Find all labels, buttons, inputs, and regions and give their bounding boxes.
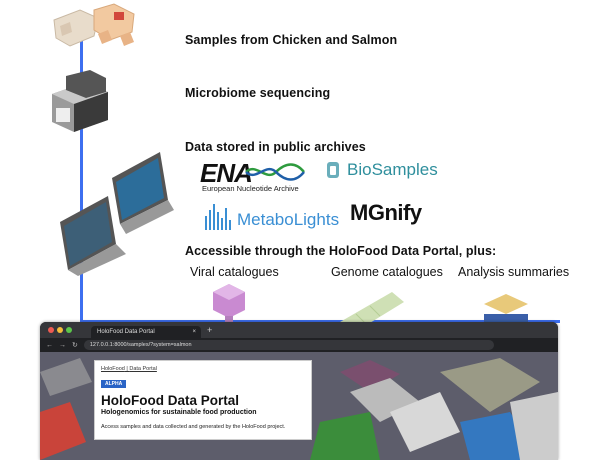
address-bar-row: ← → ↻ 127.0.0.1:8000/samples/?system=sal… [40, 338, 558, 352]
breadcrumb-current-link[interactable]: Data Portal [129, 366, 157, 372]
flow-line-horizontal [80, 320, 560, 323]
minimize-window-icon[interactable] [57, 327, 63, 333]
spectrum-bars-icon [205, 204, 231, 230]
forward-arrow-icon[interactable]: → [59, 341, 66, 349]
breadcrumb: HoloFood | Data Portal [101, 366, 305, 372]
analysis-summaries-label: Analysis summaries [458, 265, 570, 279]
step-accessible: Accessible through the HoloFood Data Por… [185, 244, 497, 258]
flow-line-vertical [80, 14, 83, 332]
url-field[interactable]: 127.0.0.1:8000/samples/?system=salmon [83, 340, 494, 350]
hero-card: HoloFood | Data Portal ALPHA HoloFood Da… [94, 360, 312, 440]
back-arrow-icon[interactable]: ← [46, 341, 53, 349]
browser-tab[interactable]: HoloFood Data Portal × [91, 326, 201, 338]
ena-logo-text: ENA [200, 158, 253, 188]
step-samples: Samples from Chicken and Salmon [185, 33, 398, 47]
chicken-salmon-icon [53, 3, 135, 47]
sequencer-icon [52, 70, 108, 132]
tab-close-icon[interactable]: × [192, 329, 196, 335]
alpha-badge: ALPHA [101, 380, 127, 388]
page-description: Access samples and data collected and ge… [101, 424, 286, 430]
dna-helix-icon [245, 163, 305, 181]
laptops-icon [60, 152, 174, 276]
breadcrumb-home-link[interactable]: HoloFood [101, 366, 125, 372]
genome-catalogues-label: Genome catalogues [331, 265, 443, 279]
reload-icon[interactable]: ↻ [72, 342, 78, 349]
viral-catalogues-label: Viral catalogues [190, 265, 279, 279]
browser-tab-title: HoloFood Data Portal [97, 329, 155, 335]
page-title: HoloFood Data Portal [101, 393, 239, 408]
ena-logo-subtitle: European Nucleotide Archive [202, 184, 299, 193]
mgnify-logo: MGnify [350, 200, 422, 225]
tube-icon [327, 162, 339, 178]
browser-window: HoloFood Data Portal × + ← → ↻ 127.0.0.1… [40, 322, 558, 460]
page-subtitle: Hologenomics for sustainable food produc… [101, 409, 257, 416]
metabolights-logo: MetaboLights [203, 200, 339, 230]
ena-logo: ENA European Nucleotide Archive [200, 158, 305, 193]
maximize-window-icon[interactable] [66, 327, 72, 333]
biosamples-logo: BioSamples [325, 160, 438, 180]
breadcrumb-separator: | [124, 366, 130, 372]
step-sequencing: Microbiome sequencing [185, 86, 331, 100]
page-content: HoloFood | Data Portal ALPHA HoloFood Da… [40, 352, 558, 460]
step-archives: Data stored in public archives [185, 140, 366, 154]
browser-tab-bar: HoloFood Data Portal × + [40, 322, 558, 338]
biosamples-logo-text: BioSamples [347, 160, 438, 179]
new-tab-icon[interactable]: + [207, 325, 213, 335]
close-window-icon[interactable] [48, 327, 54, 333]
metabolights-logo-text: MetaboLights [237, 210, 340, 229]
